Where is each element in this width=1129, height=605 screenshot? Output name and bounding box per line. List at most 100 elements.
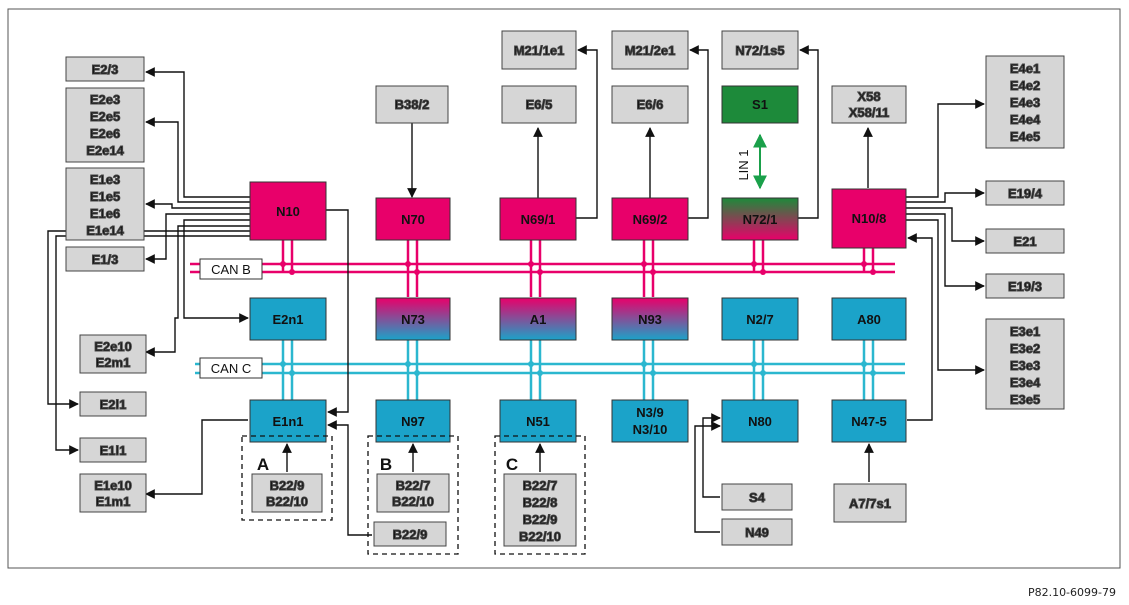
svg-text:E2e14: E2e14 (86, 143, 124, 158)
svg-text:B22/8: B22/8 (523, 495, 558, 510)
svg-text:N69/2: N69/2 (633, 212, 668, 227)
svg-text:E1n1: E1n1 (272, 414, 303, 429)
group-label-a: A (257, 455, 269, 474)
svg-text:B22/7: B22/7 (523, 478, 558, 493)
can-b-bus (190, 240, 895, 297)
svg-text:E4e4: E4e4 (1010, 112, 1041, 127)
svg-text:CAN B: CAN B (211, 262, 251, 277)
module-n73[interactable]: N73 (375, 297, 451, 341)
component-a7-7s1[interactable]: A7/7s1 (833, 483, 907, 523)
svg-text:B38/2: B38/2 (395, 97, 430, 112)
module-n80[interactable]: N80 (721, 399, 799, 443)
module-n47-5[interactable]: N47-5 (831, 399, 907, 443)
component-m21-2e1[interactable]: M21/2e1 (611, 30, 689, 70)
svg-text:E2e5: E2e5 (90, 109, 120, 124)
component-e3e1-group[interactable]: E3e1 E3e2 E3e3 E3e4 E3e5 (985, 318, 1065, 410)
svg-text:E6/5: E6/5 (526, 97, 553, 112)
svg-text:E2e10: E2e10 (94, 339, 132, 354)
component-e19-3[interactable]: E19/3 (985, 273, 1065, 299)
svg-text:B22/9: B22/9 (523, 512, 558, 527)
svg-text:E1e3: E1e3 (90, 172, 120, 187)
svg-text:N3/10: N3/10 (633, 422, 668, 437)
module-n3-9[interactable]: N3/9 N3/10 (611, 399, 689, 443)
svg-text:M21/2e1: M21/2e1 (625, 43, 676, 58)
component-e6-6[interactable]: E6/6 (611, 85, 689, 124)
svg-text:X58: X58 (857, 89, 880, 104)
component-s4[interactable]: S4 (721, 483, 793, 511)
svg-text:N73: N73 (401, 312, 425, 327)
svg-text:N3/9: N3/9 (636, 405, 663, 420)
component-x58-group[interactable]: X58 X58/11 (831, 85, 907, 124)
module-n2-7[interactable]: N2/7 (721, 297, 799, 341)
component-e19-4[interactable]: E19/4 (985, 180, 1065, 206)
svg-text:E2e6: E2e6 (90, 126, 120, 141)
svg-text:E2e3: E2e3 (90, 92, 120, 107)
svg-text:A1: A1 (530, 312, 547, 327)
component-b22-9-lower[interactable]: B22/9 (373, 521, 447, 547)
svg-text:E1e5: E1e5 (90, 189, 120, 204)
component-e2e10-group[interactable]: E2e10 E2m1 (79, 334, 147, 374)
module-n69-2[interactable]: N69/2 (611, 197, 689, 241)
component-e6-5[interactable]: E6/5 (501, 85, 577, 124)
component-e1e10-group[interactable]: E1e10 E1m1 (79, 473, 147, 513)
svg-text:B22/9: B22/9 (270, 478, 305, 493)
svg-text:E4e1: E4e1 (1010, 61, 1040, 76)
svg-text:E3e3: E3e3 (1010, 358, 1040, 373)
component-e1-3[interactable]: E1/3 (65, 246, 145, 272)
component-e2-3[interactable]: E2/3 (65, 56, 145, 82)
svg-text:LIN 1: LIN 1 (736, 149, 751, 180)
component-b22-7-8-9-10-c[interactable]: B22/7 B22/8 B22/9 B22/10 (503, 473, 577, 547)
svg-text:E1e6: E1e6 (90, 206, 120, 221)
svg-text:N70: N70 (401, 212, 425, 227)
svg-text:E1l1: E1l1 (100, 443, 127, 458)
module-n51[interactable]: N51 (499, 399, 577, 443)
can-b-label: CAN B (199, 258, 263, 280)
component-e1l1[interactable]: E1l1 (79, 437, 147, 463)
svg-text:S4: S4 (749, 490, 766, 505)
svg-text:B22/10: B22/10 (392, 494, 434, 509)
component-b22-7-10-b[interactable]: B22/7 B22/10 (376, 473, 450, 513)
component-b22-9-10-a[interactable]: B22/9 B22/10 (251, 473, 323, 513)
module-n72-1[interactable]: N72/1 (721, 197, 799, 241)
component-e2l1[interactable]: E2l1 (79, 391, 147, 417)
svg-text:M21/1e1: M21/1e1 (514, 43, 565, 58)
sensor-group-outlines (241, 435, 586, 555)
svg-text:E19/3: E19/3 (1008, 279, 1042, 294)
svg-text:N10: N10 (276, 204, 300, 219)
module-n69-1[interactable]: N69/1 (499, 197, 577, 241)
component-e1e3-group[interactable]: E1e3 E1e5 E1e6 E1e14 (65, 167, 145, 241)
svg-text:E3e4: E3e4 (1010, 375, 1041, 390)
module-n70[interactable]: N70 (375, 197, 451, 241)
svg-text:X58/11: X58/11 (849, 105, 890, 120)
module-e2n1[interactable]: E2n1 (249, 297, 327, 341)
module-n93[interactable]: N93 (611, 297, 689, 341)
svg-text:E2m1: E2m1 (96, 355, 131, 370)
component-b38-2[interactable]: B38/2 (375, 85, 449, 124)
module-s1[interactable]: S1 (721, 85, 799, 124)
module-n97[interactable]: N97 (375, 399, 451, 443)
component-n72-1s5[interactable]: N72/1s5 (721, 30, 799, 70)
component-e21[interactable]: E21 (985, 228, 1065, 254)
component-n49[interactable]: N49 (721, 518, 793, 546)
module-n10[interactable]: N10 (249, 181, 327, 241)
svg-text:B22/7: B22/7 (396, 478, 431, 493)
component-e4e1-group[interactable]: E4e1 E4e2 E4e3 E4e4 E4e5 (985, 55, 1065, 149)
svg-text:E1m1: E1m1 (96, 494, 131, 509)
signal-wires (47, 45, 985, 536)
svg-text:E6/6: E6/6 (637, 97, 664, 112)
svg-text:N72/1: N72/1 (743, 212, 778, 227)
svg-text:E21: E21 (1013, 234, 1036, 249)
svg-text:E4e3: E4e3 (1010, 95, 1040, 110)
component-e2e3-group[interactable]: E2e3 E2e5 E2e6 E2e14 (65, 87, 145, 163)
svg-text:B22/9: B22/9 (393, 527, 428, 542)
module-e1n1[interactable]: E1n1 (249, 399, 327, 443)
module-a1[interactable]: A1 (499, 297, 577, 341)
module-n10-8[interactable]: N10/8 (831, 188, 907, 249)
svg-text:N47-5: N47-5 (851, 414, 886, 429)
component-m21-1e1[interactable]: M21/1e1 (501, 30, 577, 70)
reference-number: P82.10-6099-79 (1028, 586, 1116, 599)
group-label-b: B (380, 455, 392, 474)
can-b-junctions (280, 261, 876, 275)
module-a80[interactable]: A80 (831, 297, 907, 341)
